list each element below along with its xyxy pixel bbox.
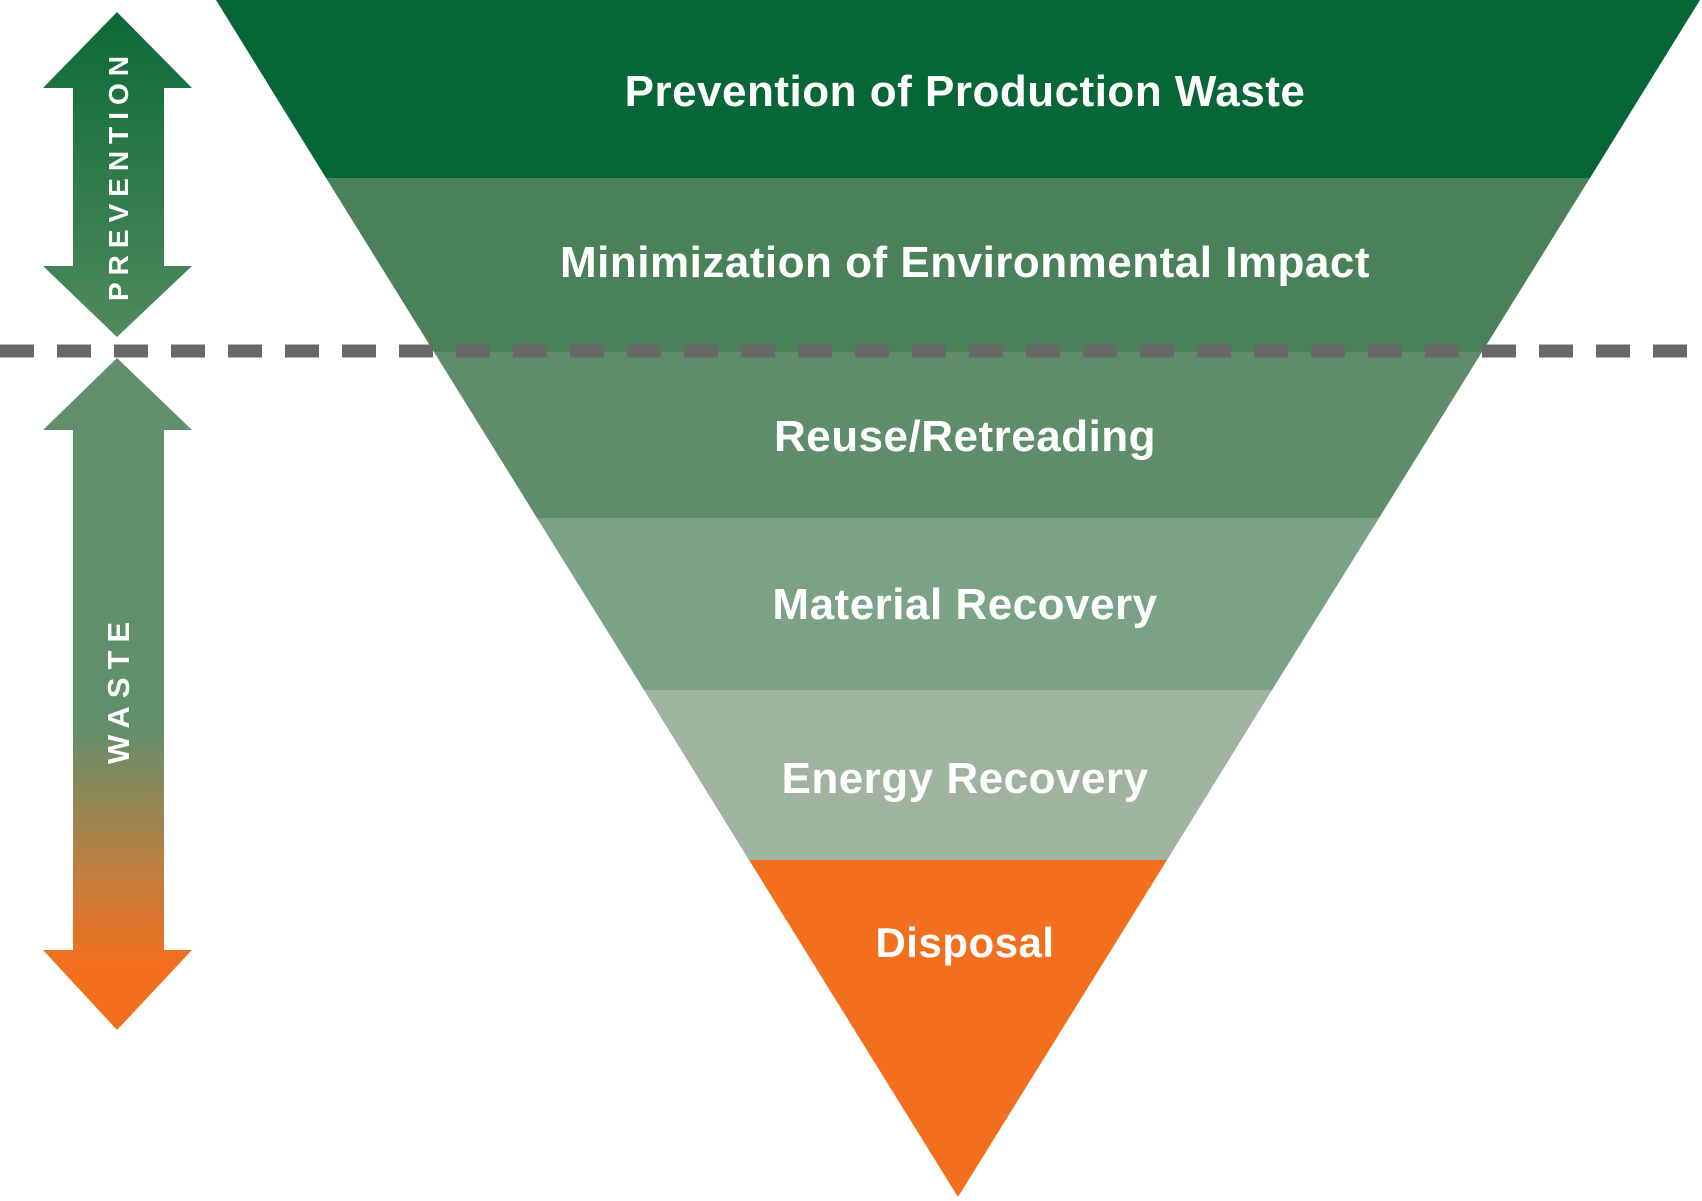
waste-arrow-label: WASTE	[101, 613, 136, 765]
funnel-level-material-recovery-shape	[537, 518, 1379, 690]
funnel-level-disposal-shape	[749, 860, 1167, 1197]
funnel-label-minimization-of-environmental-impact: Minimization of Environmental Impact	[559, 238, 1371, 287]
funnel-level-reuse-shape	[434, 352, 1482, 518]
funnel-label-disposal: Disposal	[875, 919, 1055, 966]
funnel-level-energy-recovery-shape	[644, 690, 1272, 860]
prevention-arrow-label: PREVENTION	[103, 48, 134, 302]
funnel-label-energy-recovery: Energy Recovery	[781, 754, 1149, 803]
funnel-level-prevention-shape	[216, 0, 1700, 178]
waste-arrow	[43, 358, 192, 1030]
prevention-arrow	[43, 12, 192, 337]
funnel-level-minimization-shape	[326, 178, 1590, 352]
funnel-label-prevention-of-production-waste: Prevention of Production Waste	[624, 67, 1306, 116]
funnel-label-material-recovery: Material Recovery	[772, 580, 1158, 629]
funnel-label-reuse-retreading: Reuse/Retreading	[773, 412, 1157, 461]
